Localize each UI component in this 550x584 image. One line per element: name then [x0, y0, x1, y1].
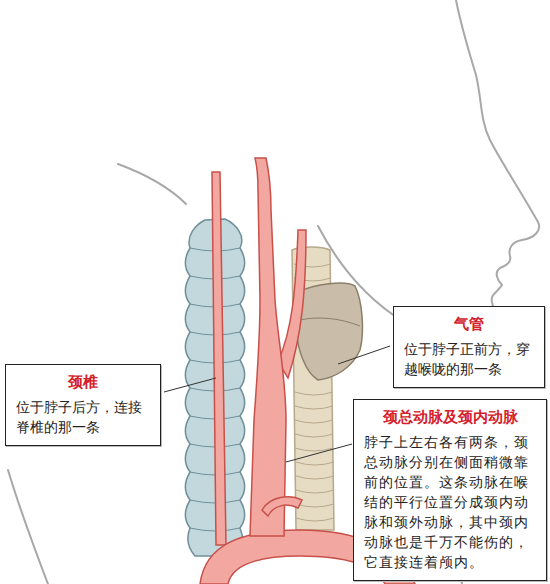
callout-text: 位于脖子后方，连接脊椎的那一条 [16, 397, 150, 437]
callout-box: 气管位于脖子正前方，穿越喉咙的那一条 [393, 306, 545, 388]
callout-heading: 气管 [404, 313, 534, 335]
callout-heading: 颈椎 [16, 371, 150, 393]
external-carotid-artery [278, 230, 306, 378]
neck-back-line [118, 164, 186, 204]
larynx [296, 283, 362, 380]
larynx-edge [300, 318, 360, 326]
neck-back-lower-line [8, 470, 48, 584]
spine-leader [164, 378, 216, 392]
callout-box: 颈总动脉及颈内动脉脖子上左右各有两条，颈总动脉分别在侧面稍微靠前的位置。这条动脉… [353, 399, 547, 581]
artery-branch [262, 497, 302, 516]
trachea-leader [338, 346, 390, 364]
vertebral-artery [212, 172, 226, 545]
common-carotid-artery [250, 158, 286, 536]
callout-text: 位于脖子正前方，穿越喉咙的那一条 [404, 339, 534, 379]
callout-text: 脖子上左右各有两条，颈总动脉分别在侧面稍微靠前的位置。这条动脉在喉结的平行位置分… [364, 432, 536, 572]
head-outline [8, 0, 539, 584]
face-profile [440, 0, 539, 354]
callout-heading: 颈总动脉及颈内动脉 [364, 406, 536, 428]
artery-leader [286, 444, 352, 462]
callout-box: 颈椎位于脖子后方，连接脊椎的那一条 [5, 364, 161, 446]
